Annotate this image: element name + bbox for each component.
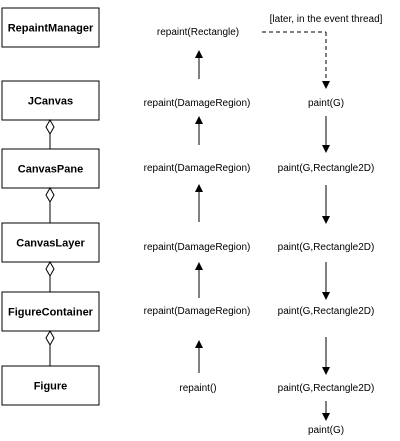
class-box-repaint-manager: RepaintManager xyxy=(1,7,100,48)
event-thread-note: [later, in the event thread] xyxy=(270,14,383,25)
aggregation-diamond-icon xyxy=(45,186,55,204)
class-label: RepaintManager xyxy=(8,23,94,35)
paint-call-label: paint(G,Rectangle2D) xyxy=(278,383,375,394)
repaint-call-label: repaint(DamageRegion) xyxy=(144,306,251,317)
class-box-canvas-layer: CanvasLayer xyxy=(1,222,100,263)
aggregation-diamond-icon xyxy=(45,329,55,347)
aggregation-connector xyxy=(45,260,55,292)
paint-call-label: paint(G) xyxy=(308,425,344,436)
repaint-call-label: repaint(DamageRegion) xyxy=(144,163,251,174)
repaint-call-label: repaint(DamageRegion) xyxy=(144,242,251,253)
class-box-figure-container: FigureContainer xyxy=(1,291,100,332)
class-label: CanvasLayer xyxy=(16,238,85,250)
aggregation-connector xyxy=(45,329,55,366)
aggregation-connector xyxy=(45,118,55,149)
repaint-call-label: repaint(DamageRegion) xyxy=(144,98,251,109)
repaint-call-label: repaint(Rectangle) xyxy=(157,27,239,38)
aggregation-diamond-icon xyxy=(45,260,55,278)
class-label: FigureContainer xyxy=(8,307,94,319)
class-label: JCanvas xyxy=(28,96,73,108)
paint-call-label: paint(G,Rectangle2D) xyxy=(278,306,375,317)
class-label: Figure xyxy=(34,381,68,393)
class-box-canvas-pane: CanvasPane xyxy=(1,148,100,189)
repaint-call-label: repaint() xyxy=(179,383,216,394)
aggregation-connector xyxy=(45,186,55,223)
aggregation-diamond-icon xyxy=(45,118,55,136)
class-label: CanvasPane xyxy=(18,164,83,176)
paint-call-label: paint(G,Rectangle2D) xyxy=(278,242,375,253)
class-box-figure: Figure xyxy=(1,365,100,406)
paint-call-label: paint(G,Rectangle2D) xyxy=(278,163,375,174)
paint-call-label: paint(G) xyxy=(308,98,344,109)
class-box-jcanvas: JCanvas xyxy=(1,80,100,121)
event-thread-dashed-arrow xyxy=(262,31,330,89)
